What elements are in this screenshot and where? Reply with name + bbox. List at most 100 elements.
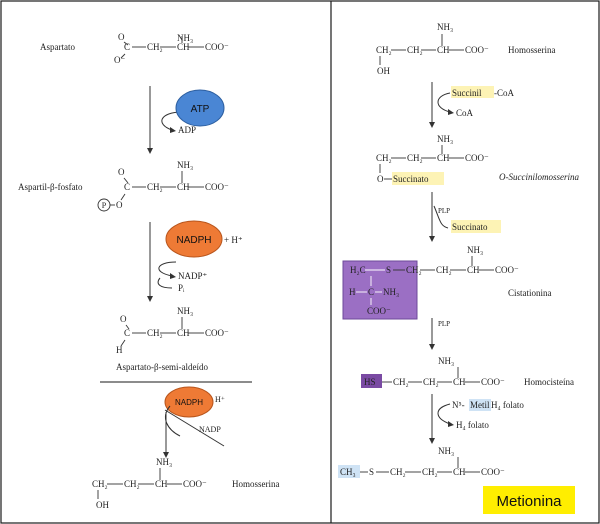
aspartato-ch2: CH₂ xyxy=(147,42,163,52)
homoserina-right-ch2b: CH₂ xyxy=(407,45,423,55)
aspartato-c: C xyxy=(124,42,130,52)
semialdeido-nh3: NH₃ xyxy=(177,306,193,316)
aspartil-o-top: O xyxy=(118,167,125,177)
homocisteina-ch2b: CH₂ xyxy=(423,377,439,387)
left-panel: Aspartato NH₃ O C CH₂ CH COO⁻ O⁻ ATP ADP xyxy=(18,32,280,510)
homoserina-left-name: Homosserina xyxy=(232,479,280,489)
purple-highlight xyxy=(342,260,418,320)
coa-label: CoA xyxy=(456,108,474,118)
semialdeido-coo: COO⁻ xyxy=(205,328,229,338)
cistationina-coo: COO⁻ xyxy=(495,265,519,275)
osuccinil-nh3: NH₃ xyxy=(437,134,453,144)
arrowhead xyxy=(429,438,435,444)
osuccinil-o: O xyxy=(377,174,384,184)
semialdeido-h: H xyxy=(116,345,123,355)
curved-arrow xyxy=(157,277,173,289)
homocisteina-structure: NH₃ HS CH₂ CH₂ CH COO⁻ Homocisteína xyxy=(361,356,574,388)
metil-label: Metil xyxy=(470,400,490,410)
arrowhead xyxy=(163,452,169,458)
osuccinil-ch: CH xyxy=(437,153,450,163)
aspartil-structure: NH₃ O Aspartil-β-fosfato C CH₂ CH COO⁻ P… xyxy=(18,160,229,212)
arrowhead xyxy=(170,273,176,279)
aspartato-structure: Aspartato NH₃ O C CH₂ CH COO⁻ O⁻ xyxy=(40,32,229,65)
aspartato-name: Aspartato xyxy=(40,42,75,52)
plp-label-2: PLP xyxy=(438,320,450,328)
h-plus-label: + H⁺ xyxy=(224,235,243,245)
n5-prefix: N⁵- xyxy=(452,400,465,410)
osuccinil-structure: NH₃ CH₂ CH₂ CH COO⁻ O-Succinilomosserina… xyxy=(376,134,579,185)
metionina-s: S xyxy=(369,467,374,477)
metionina-label-box xyxy=(483,486,575,514)
osuccinil-succ: Succinato xyxy=(393,174,429,184)
bond xyxy=(120,193,126,201)
atp-ellipse xyxy=(175,89,225,127)
semialdeido-name: Aspartato-β-semi-aldeído xyxy=(116,362,209,372)
homocisteina-ch: CH xyxy=(453,377,466,387)
succinil-label: Succinil xyxy=(452,88,482,98)
bond xyxy=(120,339,126,347)
plp-label: PLP xyxy=(438,207,450,215)
step2-arrow: NADPH + H⁺ NADP⁺ Pᵢ xyxy=(147,220,243,302)
osuccinil-ch2a: CH₂ xyxy=(376,153,392,163)
metionina-label: Metionina xyxy=(496,493,562,510)
metionina-nh3: NH₃ xyxy=(438,446,454,456)
arrowhead xyxy=(147,148,153,154)
arrowhead xyxy=(429,122,435,128)
homoserina-right-structure: NH₃ CH₂ CH₂ CH COO⁻ Homosserina OH xyxy=(376,22,556,76)
reaction-arrow-diagonal xyxy=(164,409,225,447)
homoserina-right-coo: COO⁻ xyxy=(465,45,489,55)
nadp-plus-label: NADP⁺ xyxy=(178,271,208,281)
aspartil-o: O xyxy=(116,200,123,210)
osuccinil-name: O-Succinilomosserina xyxy=(499,172,579,182)
cistationina-c: C xyxy=(368,287,374,297)
right-step3: PLP xyxy=(429,318,450,350)
metionina-coo: COO⁻ xyxy=(481,467,505,477)
step3-arrow: NADPH H⁺ NADP xyxy=(163,386,225,458)
metionina-structure: NH₃ CH₃ S CH₂ CH₂ CH COO⁻ xyxy=(338,446,505,478)
homocisteina-nh3: NH₃ xyxy=(438,356,454,366)
cistationina-s: S xyxy=(386,265,391,275)
step1-arrow: ATP ADP xyxy=(147,86,225,154)
curved-arrow xyxy=(165,405,181,437)
bond xyxy=(120,53,126,59)
semialdeido-c: C xyxy=(124,328,130,338)
bond xyxy=(125,324,130,330)
succinato-highlight xyxy=(392,172,444,185)
curved-arrow xyxy=(158,261,177,277)
nadph-ellipse-2 xyxy=(164,386,214,418)
cistationina-nh3: NH₃ xyxy=(467,245,483,255)
nadp-label-2: NADP xyxy=(199,425,221,434)
homoserina-left-nh3: NH₃ xyxy=(156,457,172,467)
pi-label: Pᵢ xyxy=(178,283,185,293)
semialdeido-structure: NH₃ O C CH₂ CH COO⁻ H Aspartato-β-semi-a… xyxy=(116,306,229,372)
right-step1: Succinil -CoA CoA xyxy=(429,82,515,128)
aspartato-nh3: NH₃ xyxy=(177,33,193,43)
succinil-highlight xyxy=(451,86,494,98)
cistationina-nh3b: NH₃ xyxy=(383,287,399,297)
arrowhead xyxy=(448,109,454,115)
aspartil-c: C xyxy=(124,182,130,192)
cistationina-ch2b: CH₂ xyxy=(436,265,452,275)
homoserina-left-structure: NH₃ CH₂ CH₂ CH COO⁻ Homosserina OH xyxy=(92,457,280,510)
cistationina-ch: CH xyxy=(467,265,480,275)
aspartato-o-minus: O⁻ xyxy=(114,55,125,65)
h4folato-label: H₄ folato xyxy=(456,420,489,430)
arrowhead xyxy=(147,296,153,302)
metil-highlight xyxy=(469,399,491,411)
succinil-suffix: -CoA xyxy=(494,88,515,98)
aspartil-nh3: NH₃ xyxy=(177,160,193,170)
h-plus-label-2: H⁺ xyxy=(215,395,225,404)
aspartil-name: Aspartil-β-fosfato xyxy=(18,182,83,192)
homoserina-left-ch2a: CH₂ xyxy=(92,479,108,489)
succinato-highlight-2 xyxy=(451,220,501,233)
osuccinil-ch2b: CH₂ xyxy=(407,153,423,163)
homocisteina-coo: COO⁻ xyxy=(481,377,505,387)
aspartil-ch: CH xyxy=(177,182,190,192)
ch3-highlight xyxy=(338,465,360,478)
cistationina-h2c: H₂C xyxy=(350,265,366,275)
homocisteina-hs: HS xyxy=(364,377,376,387)
semialdeido-o: O xyxy=(120,314,127,324)
aspartil-p: P xyxy=(102,201,107,210)
homoserina-left-ch: CH xyxy=(155,479,168,489)
